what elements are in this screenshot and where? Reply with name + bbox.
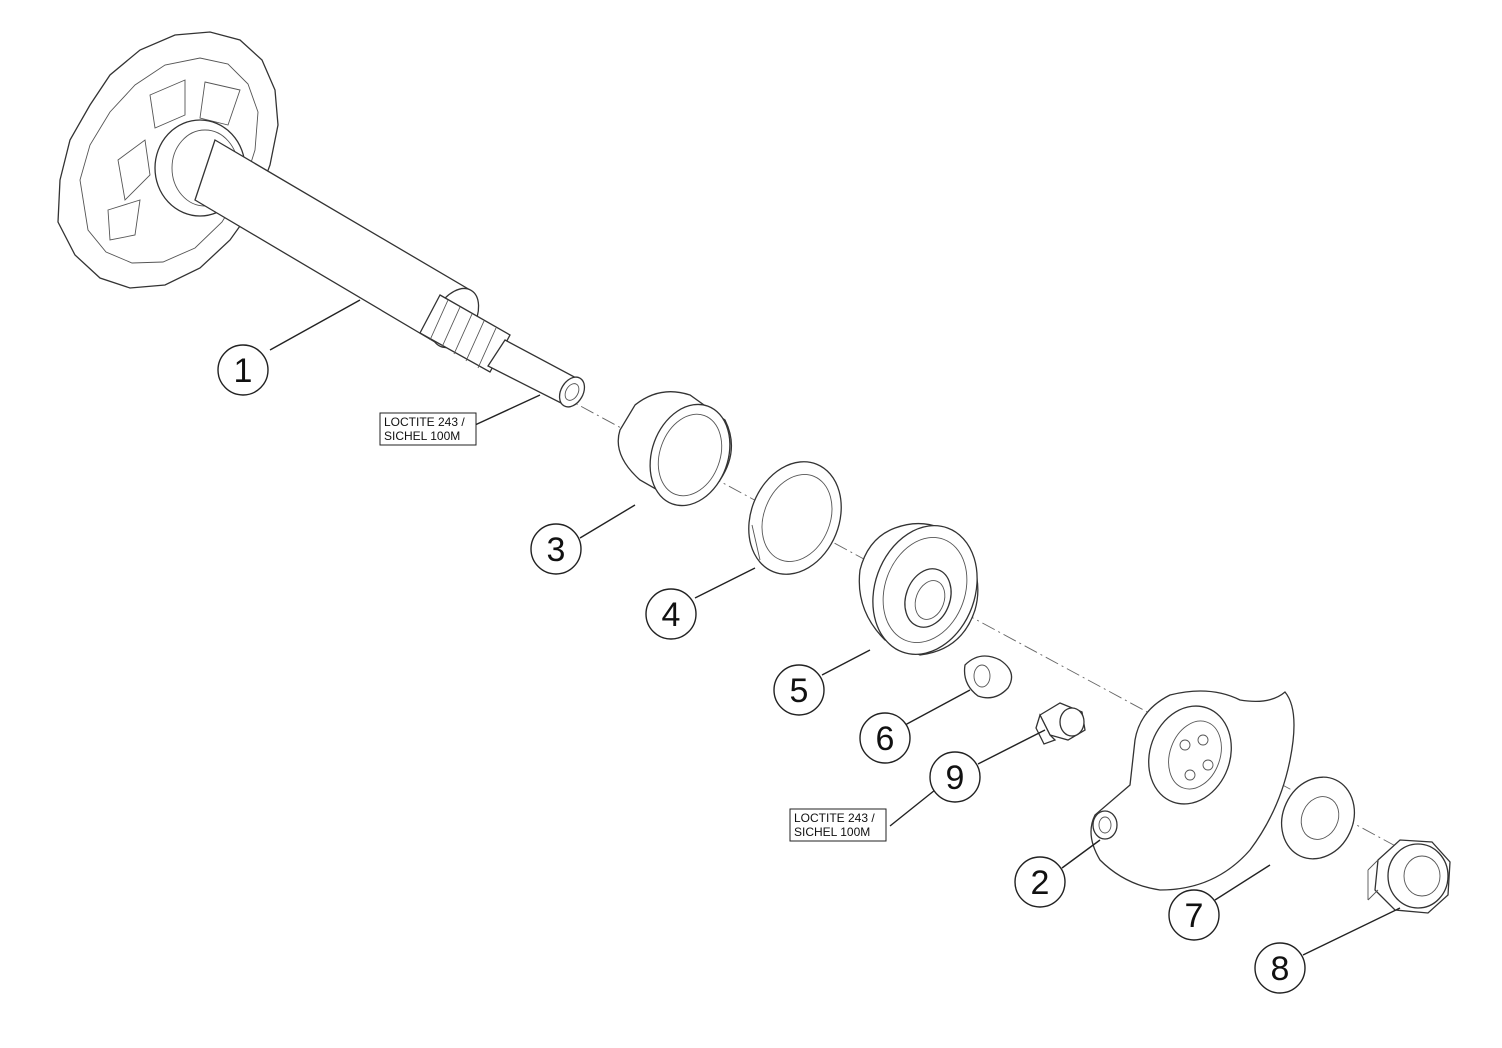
callout-8: 8 — [1254, 942, 1306, 994]
part-5-bearing — [858, 522, 979, 656]
part-6-plate — [963, 655, 1013, 699]
leader-lines — [269, 299, 1401, 956]
callout-5: 5 — [773, 664, 825, 716]
part-1-gear-shaft — [57, 31, 586, 408]
callout-4: 4 — [645, 588, 697, 640]
callout-3: 3 — [530, 523, 582, 575]
callout-4-label: 4 — [662, 596, 681, 634]
part-9-screw — [1035, 702, 1086, 745]
loctite-note-2: LOCTITE 243 / SICHEL 100M — [789, 808, 887, 842]
callout-9: 9 — [929, 751, 981, 803]
part-7-washer — [1281, 776, 1355, 860]
loctite-note-1-line1: LOCTITE 243 / — [384, 415, 465, 429]
part-4-ring — [748, 461, 842, 575]
callout-5-label: 5 — [790, 672, 809, 710]
callout-7: 7 — [1168, 889, 1220, 941]
part-2-lever — [1090, 690, 1295, 891]
callout-6: 6 — [859, 712, 911, 764]
part-3-sleeve — [617, 391, 733, 507]
loctite-note-1: LOCTITE 243 / SICHEL 100M — [379, 412, 477, 446]
callout-9-label: 9 — [946, 759, 965, 797]
loctite-note-2-line1: LOCTITE 243 / — [794, 811, 875, 825]
callout-1: 1 — [217, 344, 269, 396]
callout-2: 2 — [1014, 856, 1066, 908]
callout-6-label: 6 — [876, 720, 895, 758]
callout-7-label: 7 — [1185, 897, 1204, 935]
callout-2-label: 2 — [1031, 864, 1050, 902]
part-8-nut — [1367, 839, 1451, 914]
callout-1-label: 1 — [234, 352, 253, 390]
callout-8-label: 8 — [1271, 950, 1290, 988]
loctite-note-1-line2: SICHEL 100M — [384, 429, 460, 443]
shaft-body — [194, 139, 471, 346]
loctite-note-2-line2: SICHEL 100M — [794, 825, 870, 839]
callout-3-label: 3 — [547, 531, 566, 569]
